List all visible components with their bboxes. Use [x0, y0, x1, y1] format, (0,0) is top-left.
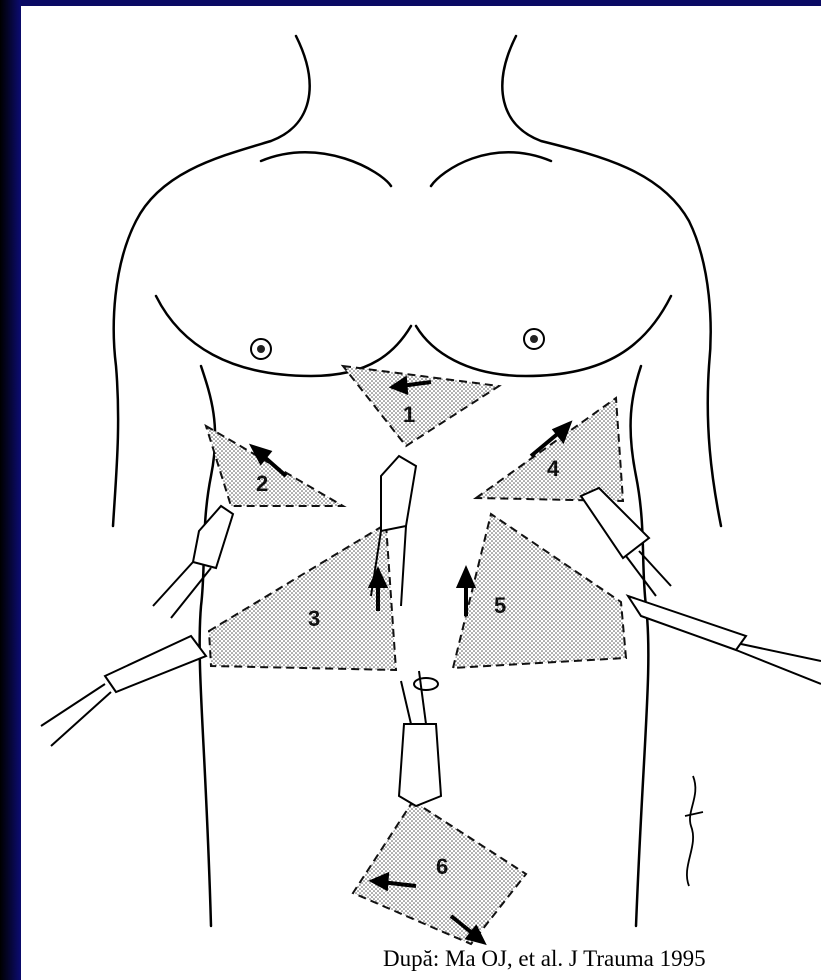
probe-2 [153, 506, 233, 618]
probe-4 [581, 488, 671, 596]
zone-1-label: 1 [403, 402, 415, 427]
probe-6 [399, 671, 441, 806]
zone-5-label: 5 [494, 593, 506, 618]
navel [414, 678, 438, 690]
zone-3-label: 3 [308, 606, 320, 631]
zone-5-area [453, 514, 626, 668]
zone-4-area [476, 398, 623, 501]
zone-4-label: 4 [547, 456, 560, 481]
probe-3 [41, 636, 206, 746]
zone-3-area [209, 524, 396, 670]
zone-6-label: 6 [436, 854, 448, 879]
nipple-left [251, 339, 271, 359]
citation-text: După: Ma OJ, et al. J Trauma 1995 [383, 946, 821, 972]
zone-2-label: 2 [256, 471, 268, 496]
nipple-right [524, 329, 544, 349]
zone-1-area [343, 366, 499, 446]
fast-ultrasound-illustration: 1 2 3 4 5 6 [21, 6, 821, 980]
artist-signature [685, 776, 703, 886]
probe-5 [628, 596, 821, 684]
